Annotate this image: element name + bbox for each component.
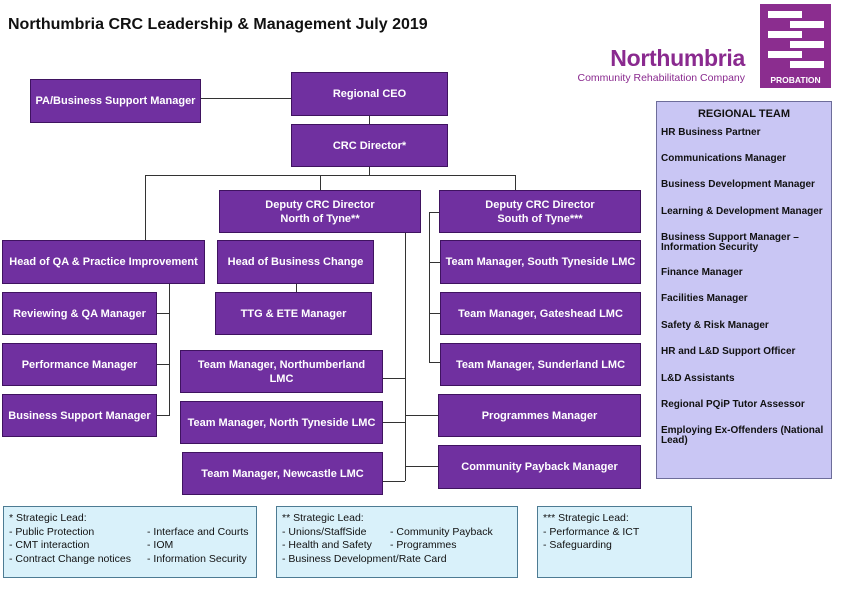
head-qa-box[interactable]: Head of QA & Practice Improvement [2,240,205,284]
note-item: - Public Protection [9,525,95,538]
note-item: - CMT interaction [9,539,90,551]
connector [157,415,169,416]
connector [429,212,430,362]
logo-badge: PROBATION [770,75,821,85]
pa-business-support-box[interactable]: PA/Business Support Manager [30,79,201,123]
note-item: - Business Development/Rate Card [282,552,447,565]
connector [169,284,170,416]
tm-northumberland-box[interactable]: Team Manager, Northumberland LMC [180,350,383,393]
head-business-change-box[interactable]: Head of Business Change [217,240,374,284]
regional-item: Employing Ex-Offenders (National Lead) [661,425,824,446]
tm-sunderland-box[interactable]: Team Manager, Sunderland LMC [440,343,641,386]
deputy-north-box[interactable]: Deputy CRC Director North of Tyne** [219,190,421,233]
regional-item: L&D Assistants [661,373,735,384]
note-item: - Contract Change notices [9,552,131,565]
regional-item: HR and L&D Support Officer [661,346,796,357]
business-support-manager-box[interactable]: Business Support Manager [2,394,157,437]
connector [369,167,370,175]
connector [383,378,405,379]
logo-name: Northumbria [610,45,745,71]
regional-item: Communications Manager [661,153,787,164]
regional-ceo-box[interactable]: Regional CEO [291,72,448,116]
note-item: - Community Payback [390,525,493,538]
note-heading: *** Strategic Lead: [543,512,629,524]
regional-team-title: REGIONAL TEAM [697,108,791,120]
tm-newcastle-box[interactable]: Team Manager, Newcastle LMC [182,452,383,495]
deputy-south-line2: South of Tyne*** [497,212,583,225]
note-item: - Health and Safety [282,539,372,551]
regional-item: Regional PQiP Tutor Assessor [661,399,805,410]
programmes-manager-box[interactable]: Programmes Manager [438,394,641,437]
regional-item: HR Business Partner [661,127,761,138]
logo-wordmark: Northumbria Community Rehabilitation Com… [578,45,746,84]
note-item: - Performance & ICT [543,525,640,538]
strategic-lead-note-3: *** Strategic Lead: - Performance & ICT … [537,506,692,578]
regional-item: Safety & Risk Manager [661,320,769,331]
deputy-south-line1: Deputy CRC Director [485,198,595,211]
regional-item: Business Support Manager – Information S… [661,232,799,253]
connector [515,175,516,190]
probation-logo: PROBATION [760,4,831,88]
logo-subtitle: Community Rehabilitation Company [577,72,746,84]
connector [383,422,405,423]
note-item: - Interface and Courts [147,525,249,538]
crc-director-box[interactable]: CRC Director* [291,124,448,167]
performance-manager-box[interactable]: Performance Manager [2,343,157,386]
connector [405,466,438,467]
connector [145,175,515,176]
connector [429,313,440,314]
strategic-lead-note-2: ** Strategic Lead: - Unions/StaffSide - … [276,506,518,578]
connector [157,364,169,365]
deputy-north-line1: Deputy CRC Director [265,198,375,211]
connector [429,212,439,213]
note-heading: ** Strategic Lead: [282,512,364,524]
connector [320,175,321,190]
connector [405,415,438,416]
deputy-north-line2: North of Tyne** [280,212,360,225]
tm-south-tyneside-box[interactable]: Team Manager, South Tyneside LMC [440,240,641,284]
community-payback-box[interactable]: Community Payback Manager [438,445,641,489]
strategic-lead-note-1: * Strategic Lead: - Public Protection - … [3,506,257,578]
note-item: - Information Security [147,552,247,565]
note-heading: * Strategic Lead: [9,512,87,524]
tm-gateshead-box[interactable]: Team Manager, Gateshead LMC [440,292,641,335]
reviewing-qa-box[interactable]: Reviewing & QA Manager [2,292,157,335]
connector [145,175,146,240]
note-item: - Safeguarding [543,539,612,551]
connector [157,313,169,314]
ttg-ete-box[interactable]: TTG & ETE Manager [215,292,372,335]
note-item: - IOM [147,539,174,551]
note-item: - Unions/StaffSide [282,525,367,538]
regional-item: Facilities Manager [661,293,748,304]
page-title: Northumbria CRC Leadership & Management … [8,16,428,33]
connector [201,98,291,99]
tm-north-tyneside-box[interactable]: Team Manager, North Tyneside LMC [180,401,383,444]
regional-item: Business Development Manager [661,179,815,190]
connector [429,362,440,363]
regional-item: Learning & Development Manager [661,206,823,217]
connector [383,481,405,482]
note-item: - Programmes [390,539,457,551]
connector [369,116,370,124]
deputy-south-box[interactable]: Deputy CRC Director South of Tyne*** [439,190,641,233]
regional-item: Finance Manager [661,267,743,278]
connector [429,262,440,263]
connector [405,233,406,481]
regional-team-panel: REGIONAL TEAM HR Business Partner Commun… [656,101,832,479]
connector [296,284,297,292]
